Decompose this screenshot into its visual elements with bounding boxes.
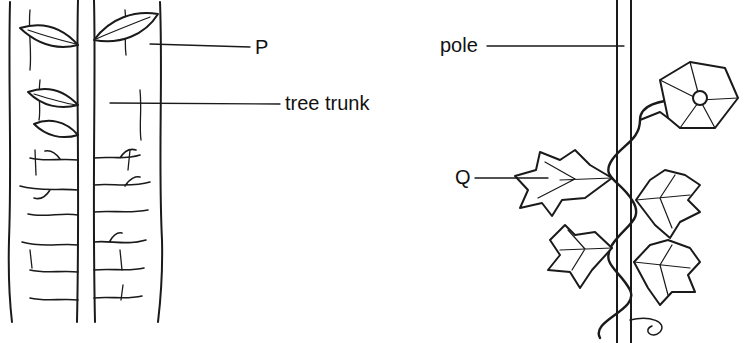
- leaf-vein: [636, 175, 690, 228]
- pole-edge: [616, 0, 618, 343]
- leaf-vein: [34, 94, 76, 105]
- leaf: [636, 170, 700, 238]
- part-label: pole: [440, 34, 478, 56]
- leader-line: [475, 177, 548, 178]
- trunk-edge: [158, 2, 162, 322]
- leaf: [94, 13, 158, 41]
- leaf-vein: [28, 30, 76, 44]
- leaf: [548, 225, 612, 288]
- leaf-vein: [560, 230, 612, 270]
- part-letter: P: [255, 36, 268, 58]
- leaf: [634, 240, 700, 305]
- leaf-vein: [538, 162, 612, 198]
- clinging-roots: [20, 149, 150, 300]
- flower-centre: [693, 91, 707, 105]
- leaf-vein: [634, 245, 690, 295]
- sepal: [640, 112, 668, 120]
- leader-line: [150, 44, 250, 47]
- leaf: [34, 121, 78, 137]
- leaf: [28, 89, 78, 107]
- tendril: [630, 318, 662, 335]
- part-label: tree trunk: [285, 92, 369, 114]
- climbing-stem: [77, 0, 78, 322]
- leader-line: [487, 45, 624, 46]
- leader-line: [110, 103, 280, 104]
- flower-lines: [660, 62, 738, 128]
- trunk-edge: [9, 2, 12, 322]
- leaf: [20, 25, 78, 47]
- flower: [660, 62, 738, 128]
- bark-marks: [29, 10, 141, 300]
- climbing-stem: [94, 0, 95, 322]
- leaf: [515, 150, 612, 216]
- leaf-vein: [96, 17, 150, 39]
- part-letter: Q: [455, 166, 471, 188]
